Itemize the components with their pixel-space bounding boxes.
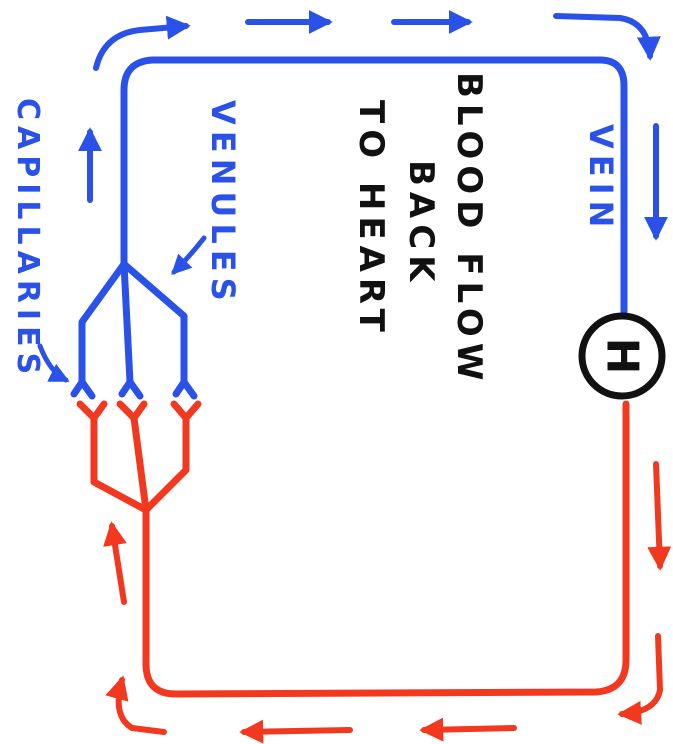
red-arrow-up	[103, 521, 127, 605]
red-arrow-bottom-1	[419, 717, 517, 742]
artery-loop	[76, 400, 630, 698]
blue-capillary-fork-right	[172, 378, 198, 400]
caption-line-1: BLOOD FLOW	[449, 72, 489, 386]
red-arrow-down	[647, 461, 672, 571]
venule-branch-left	[78, 260, 128, 386]
red-capillary-fork-right	[170, 400, 202, 422]
red-arrow-corner-right	[617, 633, 664, 725]
venules-pointer-arrow	[171, 235, 207, 275]
blue-capillary-fork-mid	[118, 378, 144, 400]
red-arrow-bottom-2	[239, 719, 353, 744]
vein-label: VEIN	[582, 124, 620, 233]
caption-line-2: BACK	[401, 160, 441, 288]
heart-circle	[578, 312, 666, 400]
arteriole-branch-left	[90, 414, 150, 514]
red-arrow-corner-left	[105, 675, 167, 735]
artery-path	[142, 400, 630, 698]
red-capillary-fork-left	[76, 400, 108, 422]
red-flow-arrows	[103, 461, 672, 744]
pointer-arrows	[37, 235, 207, 383]
blue-arrow-corner-right	[553, 13, 661, 61]
blue-flow-arrows	[78, 10, 668, 241]
capillaries-pointer-arrow	[37, 343, 70, 383]
red-capillary-fork-mid	[116, 400, 148, 422]
vein-path	[120, 56, 628, 316]
caption-line-3: TO HEART	[351, 100, 391, 338]
heart-label: H	[597, 338, 648, 375]
arteriole-branch-right	[142, 414, 190, 514]
venules-label: VENULES	[204, 100, 242, 307]
arteriole-branch-mid	[130, 414, 150, 514]
blue-capillary-fork-left	[70, 378, 96, 400]
venule-branch-mid	[120, 260, 134, 386]
blue-arrow-corner-left	[93, 15, 191, 71]
vein-loop	[70, 56, 628, 400]
venule-branch-right	[120, 260, 188, 386]
capillaries-label: CAPILLARIES	[10, 98, 45, 380]
heart-symbol: H	[578, 312, 666, 400]
